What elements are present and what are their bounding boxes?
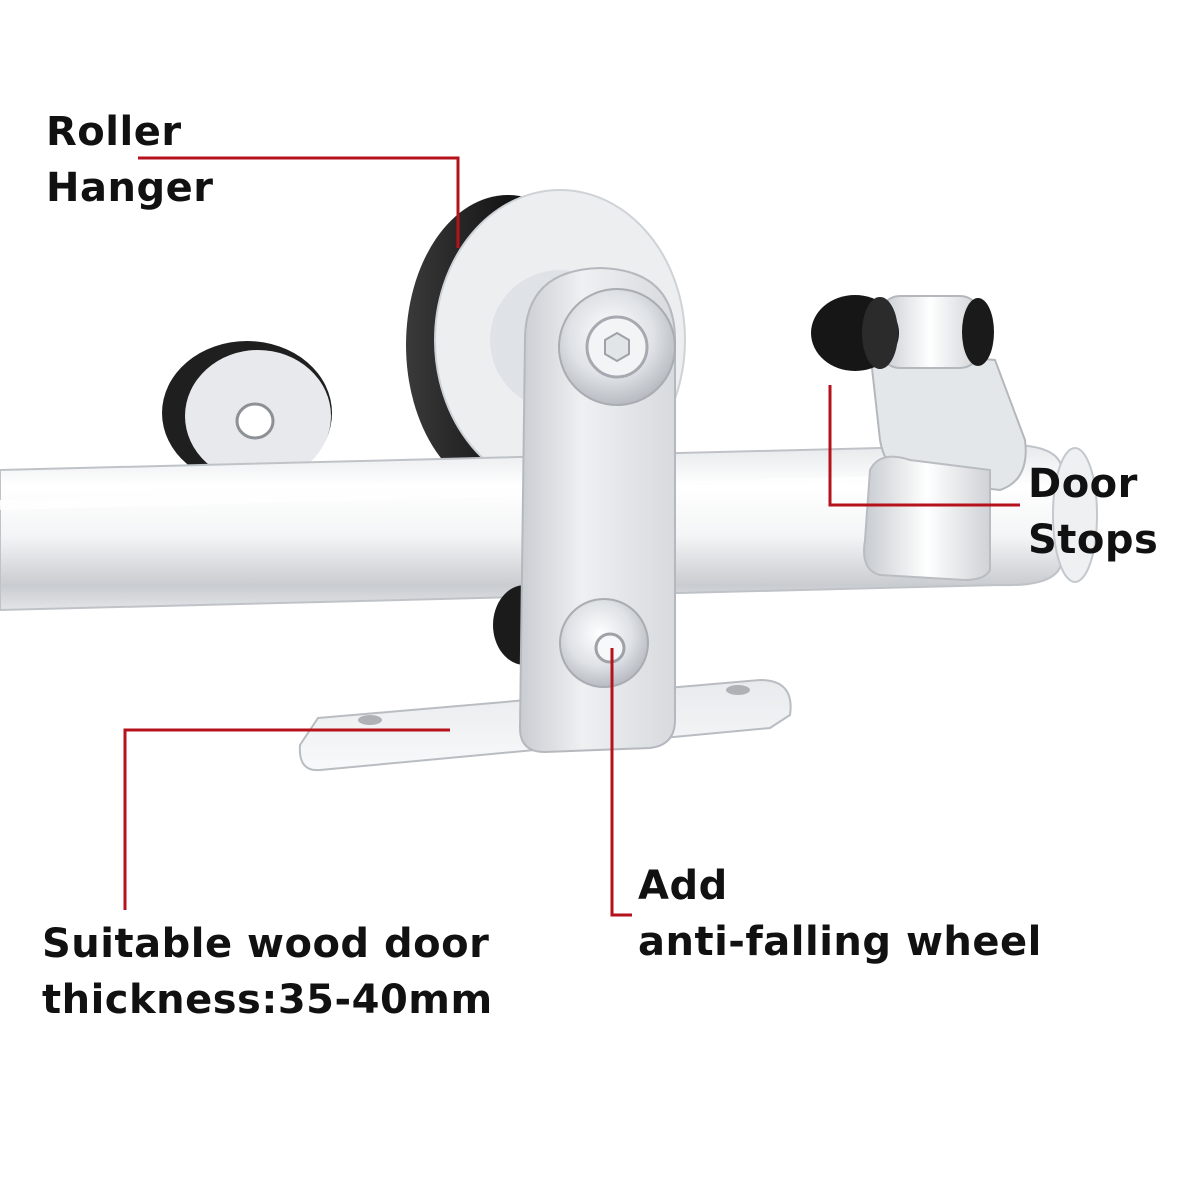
roller-hanger-label: Roller Hanger: [46, 104, 213, 216]
door-stops-line1: Door: [1028, 461, 1138, 507]
anti-falling-line2: anti-falling wheel: [638, 919, 1042, 965]
anti-falling-leader: [610, 648, 632, 917]
door-stops-label: Door Stops: [1028, 456, 1158, 568]
roller-hanger-line1: Roller: [46, 109, 182, 155]
wood-door-line1: Suitable wood door: [42, 921, 490, 967]
anti-falling-label: Add anti-falling wheel: [638, 858, 1042, 970]
bottom-bolt: [559, 598, 649, 688]
top-bolt: [558, 288, 676, 406]
leader-lines: [123, 156, 1020, 917]
door-stops-line2: Stops: [1028, 517, 1159, 563]
roller-hanger-leader: [138, 156, 460, 248]
wood-door-leader: [123, 728, 450, 910]
roller-hanger-line2: Hanger: [46, 165, 214, 211]
wood-door-line2: thickness:35-40mm: [42, 977, 493, 1023]
door-stop: [811, 295, 1027, 582]
anti-falling-line1: Add: [638, 863, 728, 909]
door-stops-leader: [828, 385, 1020, 507]
wood-door-label: Suitable wood door thickness:35-40mm: [42, 916, 493, 1028]
back-roller-wheel: [162, 341, 332, 485]
